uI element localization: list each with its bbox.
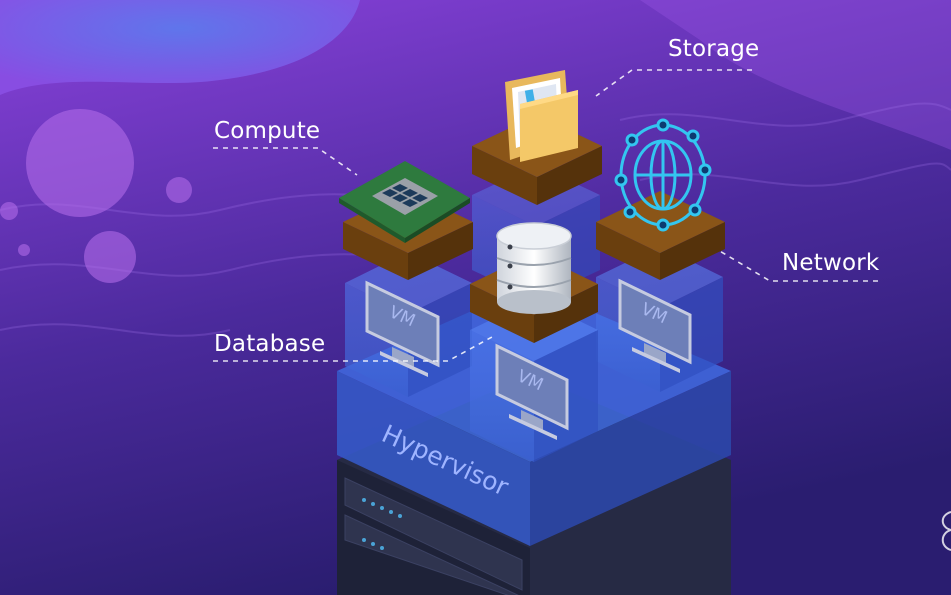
edge-glyph [941,511,951,551]
storage-leader-line [595,69,752,97]
vm-monitor-icon: VM [495,343,569,440]
compute-leader-line [213,147,358,176]
compute-label: Compute [214,118,321,144]
network-label: Network [782,250,880,276]
storage-label: Storage [668,36,760,62]
decor-bubble [166,177,192,203]
decor-bubble [84,231,136,283]
decor-bubble [18,244,30,256]
database-label: Database [214,331,326,357]
database-leader-line [213,336,493,362]
vm-monitor-icon: VM [365,280,440,377]
cpu-chip-icon [339,161,470,243]
database-cylinder-icon [496,222,572,314]
network-globe-icon [614,118,712,232]
vm-cube-left: VM [345,252,472,397]
folder-documents-icon [505,70,578,162]
decor-bubble [26,109,134,217]
vm-monitor-icon: VM [618,278,692,373]
decor-bubble [0,202,18,220]
